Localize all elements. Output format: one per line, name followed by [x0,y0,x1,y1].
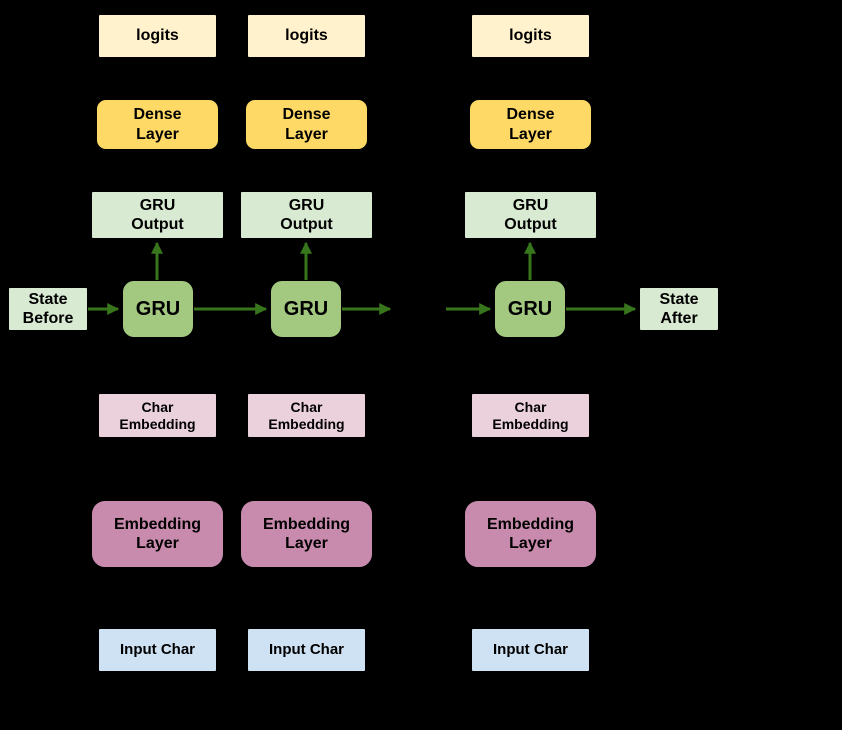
input-char-box-3: Input Char [471,628,590,672]
gru-cell-box-1: GRU [122,280,194,338]
dense-layer-box-2: Dense Layer [245,99,368,150]
char-embedding-box-3: Char Embedding [471,393,590,438]
state-after-box: State After [639,287,719,331]
logits-box-1: logits [98,14,217,58]
gru-cell-box-2: GRU [270,280,342,338]
embedding-layer-box-1: Embedding Layer [91,500,224,568]
char-embedding-box-2: Char Embedding [247,393,366,438]
gru-output-box-3: GRU Output [464,191,597,239]
char-embedding-box-1: Char Embedding [98,393,217,438]
gru-output-box-2: GRU Output [240,191,373,239]
state-before-box: State Before [8,287,88,331]
logits-box-3: logits [471,14,590,58]
input-char-box-1: Input Char [98,628,217,672]
dense-layer-box-3: Dense Layer [469,99,592,150]
embedding-layer-box-2: Embedding Layer [240,500,373,568]
logits-box-2: logits [247,14,366,58]
input-char-box-2: Input Char [247,628,366,672]
gru-output-box-1: GRU Output [91,191,224,239]
dense-layer-box-1: Dense Layer [96,99,219,150]
gru-cell-box-3: GRU [494,280,566,338]
embedding-layer-box-3: Embedding Layer [464,500,597,568]
